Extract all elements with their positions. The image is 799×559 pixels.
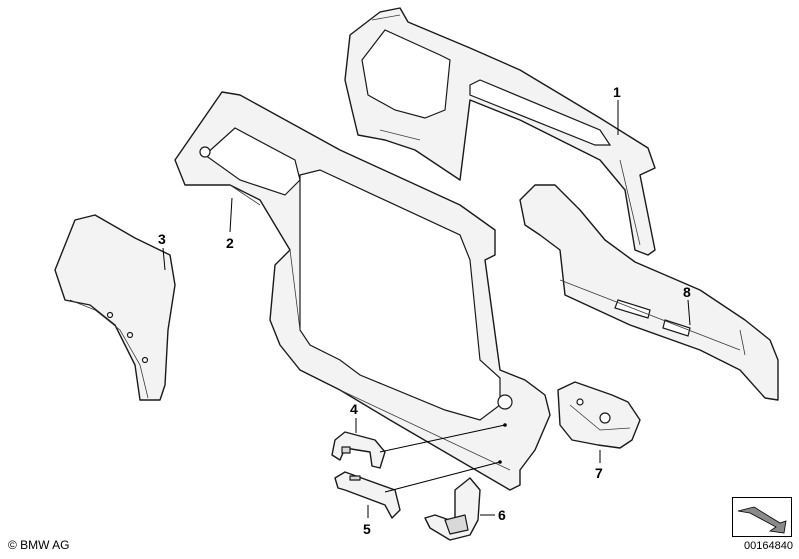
document-id: 00164840 xyxy=(744,540,793,552)
part-3-wheel-arch[interactable] xyxy=(54,214,176,401)
callout-1: 1 xyxy=(613,84,621,100)
part-4-bracket[interactable] xyxy=(331,431,386,469)
leader-dot-4 xyxy=(503,423,507,427)
part-1-upper-side-frame[interactable] xyxy=(344,7,656,256)
callout-6: 6 xyxy=(498,507,506,523)
callout-2: 2 xyxy=(226,235,234,251)
callout-8: 8 xyxy=(683,284,691,300)
callout-3: 3 xyxy=(158,231,166,247)
callout-7: 7 xyxy=(595,465,603,481)
copyright-text: © BMW AG xyxy=(8,538,70,552)
part-8-rocker-panel[interactable] xyxy=(519,184,779,401)
leader-5b xyxy=(384,461,501,493)
leader-dot-5 xyxy=(498,460,502,464)
part-5-lower-bracket[interactable] xyxy=(334,471,401,519)
callout-4: 4 xyxy=(350,401,358,417)
callout-5: 5 xyxy=(363,521,371,537)
leader-2 xyxy=(229,197,233,233)
part-7-inner-bracket[interactable] xyxy=(557,381,641,449)
view-direction-arrow-icon xyxy=(732,497,792,537)
leader-4b xyxy=(379,424,506,453)
part-2-side-panel[interactable] xyxy=(174,91,551,491)
part-6-reinforcement[interactable] xyxy=(424,477,481,541)
leader-8 xyxy=(687,299,691,326)
leader-3 xyxy=(162,247,166,271)
